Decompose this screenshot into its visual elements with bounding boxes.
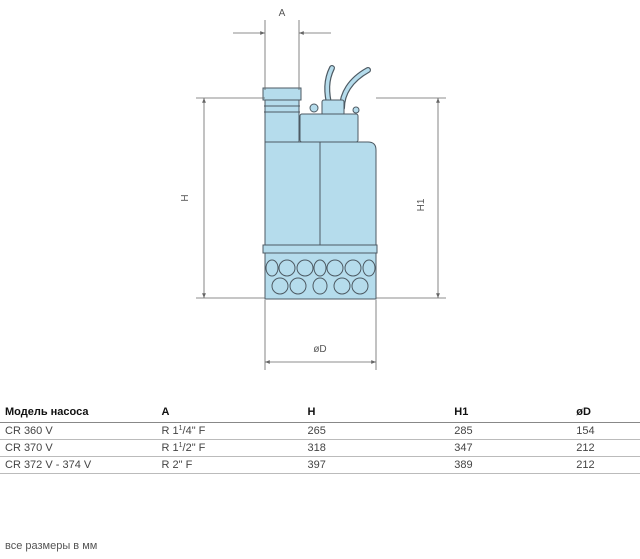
cell-a: R 2" F: [156, 456, 303, 474]
column-header-model: Модель насоса: [0, 404, 157, 423]
cell-model: CR 372 V - 374 V: [0, 456, 157, 474]
cell-d: 212: [571, 439, 640, 457]
cell-h: 265: [302, 422, 450, 440]
dimension-lines: [196, 20, 446, 370]
column-header-d: øD: [571, 404, 640, 423]
column-header-a: A: [156, 404, 303, 423]
cell-a: R 11/2" F: [156, 439, 303, 457]
table-row: CR 360 V R 11/4" F 265 285 154: [0, 422, 640, 440]
cell-h1: 347: [449, 439, 572, 457]
dim-label-d: øD: [313, 344, 326, 355]
units-note: все размеры в мм: [5, 540, 98, 552]
body-ring: [262, 244, 378, 254]
outlet-thread: [262, 87, 302, 101]
cell-a: R 11/4" F: [156, 422, 303, 440]
cell-model: CR 360 V: [0, 422, 157, 440]
cell-h1: 285: [449, 422, 572, 440]
strainer-holes: [265, 259, 376, 295]
cell-h: 318: [302, 439, 450, 457]
pump-dimension-drawing: A H H1 øD: [180, 8, 446, 370]
table-header-row: Модель насоса A H H1 øD: [0, 404, 640, 423]
cell-d: 154: [571, 422, 640, 440]
table-row: CR 370 V R 11/2" F 318 347 212: [0, 439, 640, 457]
motor-cap: [299, 113, 359, 143]
cell-h1: 389: [449, 456, 572, 474]
cell-h: 397: [302, 456, 450, 474]
cell-d: 212: [571, 456, 640, 474]
cell-model: CR 370 V: [0, 439, 157, 457]
spec-table: Модель насоса A H H1 øD CR 360 V R 11/4"…: [0, 404, 640, 474]
dim-label-h: H: [180, 194, 191, 201]
column-header-h1: H1: [449, 404, 572, 423]
pump-illustration: [262, 65, 378, 300]
table-row: CR 372 V - 374 V R 2" F 397 389 212: [0, 456, 640, 474]
column-header-h: H: [302, 404, 450, 423]
dim-label-h1: H1: [416, 198, 427, 211]
dim-label-a: A: [279, 8, 286, 19]
